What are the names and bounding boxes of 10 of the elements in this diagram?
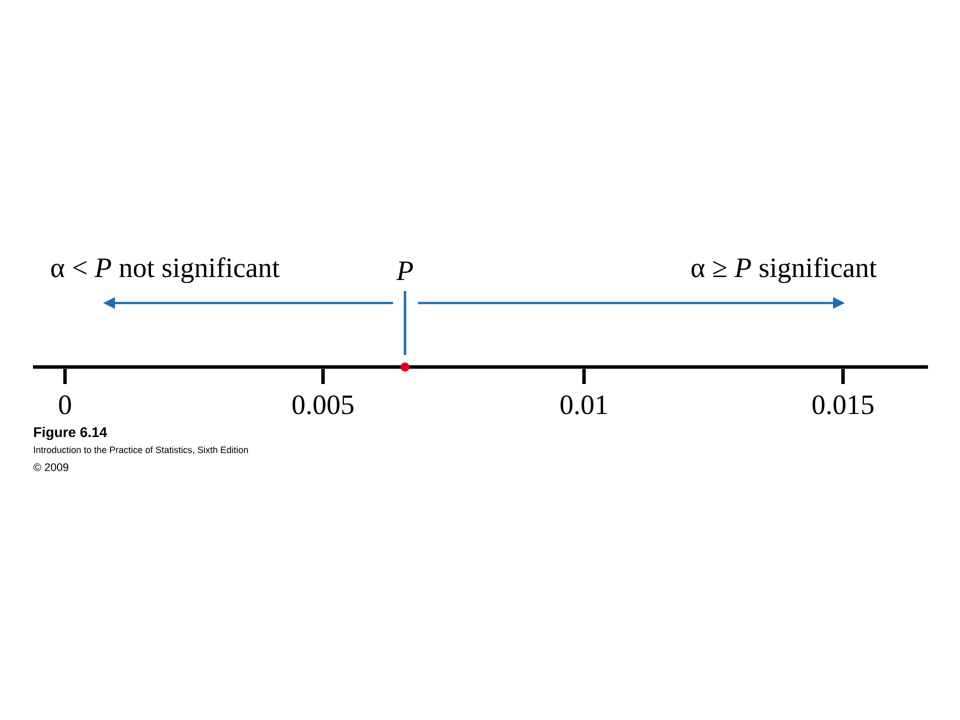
tick-label: 0 <box>59 395 71 414</box>
figure-caption: Figure 6.14 <box>34 426 108 440</box>
copyright-note: © 2009 <box>33 463 68 472</box>
region-label: α < P not significant <box>51 257 280 284</box>
region-label: α ≥ P significant <box>692 257 877 284</box>
tick-label: 0.01 <box>560 395 607 414</box>
source-note: Introduction to the Practice of Statistics, Sixth Edition <box>34 446 248 454</box>
marker-label: P <box>396 262 413 280</box>
tick-label: 0.005 <box>292 395 354 414</box>
tick-label: 0.015 <box>812 395 874 414</box>
